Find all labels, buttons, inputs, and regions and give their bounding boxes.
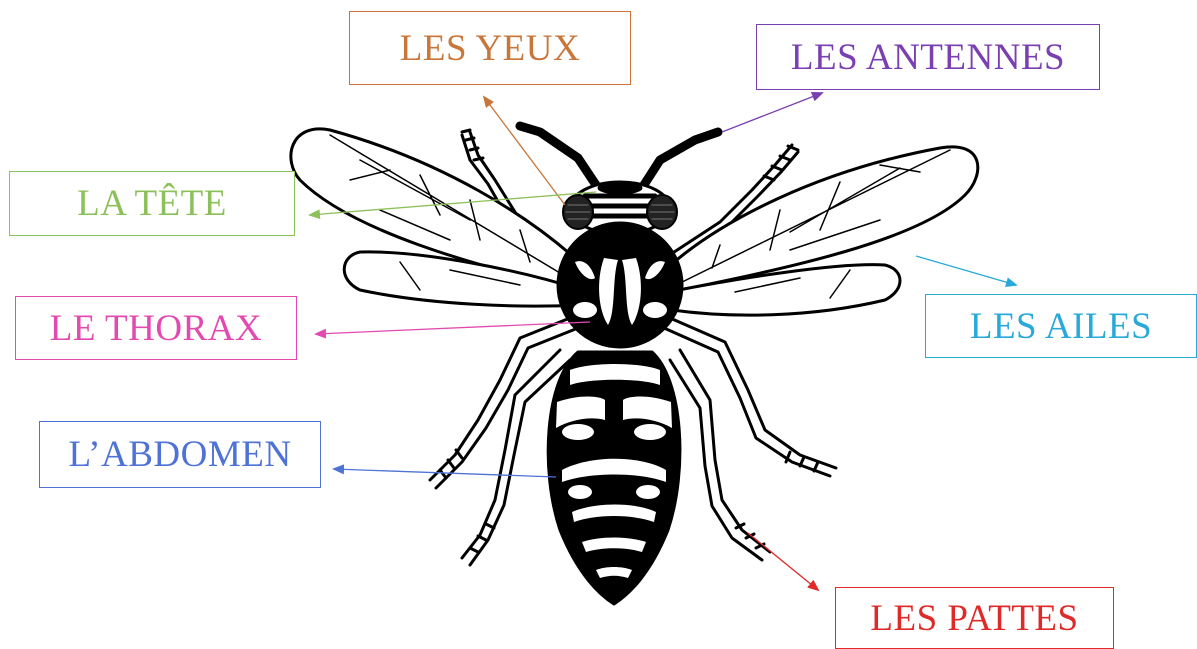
arrow-ailes <box>916 256 1016 285</box>
wasp-thorax <box>558 223 682 347</box>
label-l-abdomen: L’ABDOMEN <box>39 421 321 488</box>
wasp-right-wing <box>665 147 978 315</box>
label-text: LES AILES <box>970 305 1152 348</box>
arrow-antennes <box>722 93 822 132</box>
wasp-abdomen <box>548 352 680 604</box>
label-text: L’ABDOMEN <box>68 433 291 476</box>
label-text: LE THORAX <box>50 307 262 350</box>
label-la-tete: LA TÊTE <box>9 171 295 236</box>
wasp-illustration <box>291 126 978 604</box>
arrow-pattes <box>748 533 818 590</box>
wasp-left-wing <box>291 129 588 306</box>
label-les-ailes: LES AILES <box>925 294 1197 358</box>
label-le-thorax: LE THORAX <box>15 296 297 360</box>
label-text: LES PATTES <box>870 597 1078 640</box>
label-text: LES YEUX <box>400 27 580 70</box>
label-les-antennes: LES ANTENNES <box>756 24 1100 90</box>
label-text: LA TÊTE <box>77 182 227 225</box>
arrow-yeux <box>484 97 565 205</box>
label-les-pattes: LES PATTES <box>835 587 1114 649</box>
label-les-yeux: LES YEUX <box>349 11 631 85</box>
label-text: LES ANTENNES <box>791 36 1065 79</box>
wasp-antennae <box>520 126 718 188</box>
